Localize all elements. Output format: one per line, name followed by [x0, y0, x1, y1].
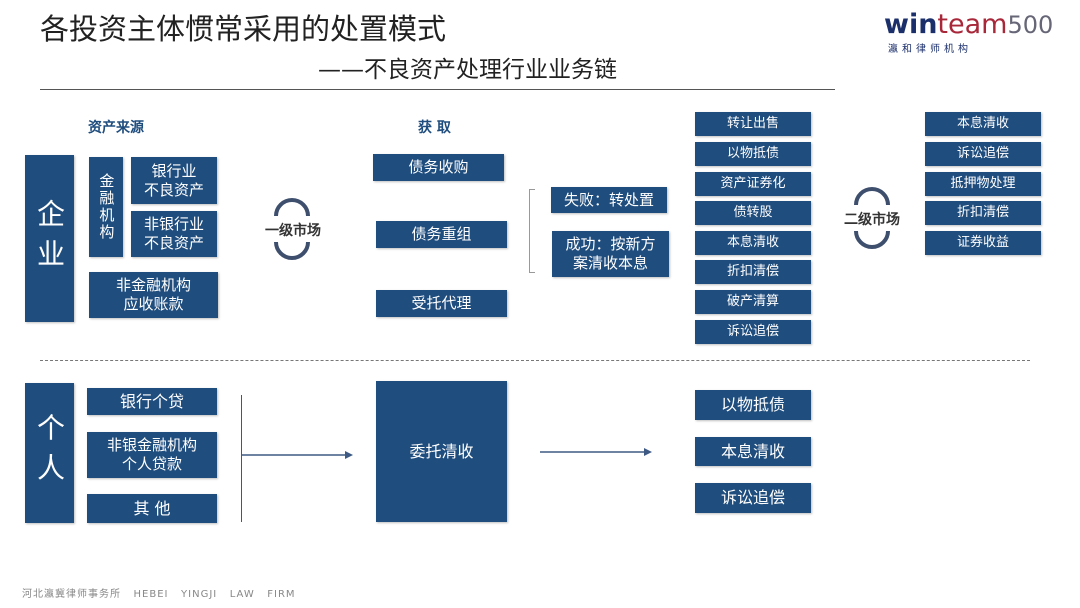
footer-firm-name: 河北瀛冀律师事务所 HEBEI YINGJI LAW FIRM [22, 589, 296, 600]
logo: winteam500 瀛和律师机构 [884, 9, 1059, 56]
logo-number: 500 [1007, 11, 1054, 39]
acquire-debt-purchase: 债务收购 [373, 154, 504, 181]
title-divider [40, 89, 835, 90]
disposal-item: 以物抵债 [695, 142, 811, 166]
disposal-item: 破产清算 [695, 290, 811, 314]
cycle-arrows-icon [274, 198, 310, 260]
return-item: 抵押物处理 [925, 172, 1041, 196]
outcome-failure: 失败：转处置 [551, 187, 667, 213]
logo-team: team [937, 9, 1008, 40]
primary-market-label: 一级市场 [265, 223, 321, 239]
outcome-success: 成功：按新方 案清收本息 [552, 231, 669, 277]
acquire-debt-restructuring: 债务重组 [376, 221, 507, 248]
source-connector [241, 395, 242, 522]
individual-disposal-item: 以物抵债 [695, 390, 811, 420]
logo-win: win [884, 9, 938, 40]
individual-disposal-item: 本息清收 [695, 437, 811, 466]
secondary-market-label: 二级市场 [844, 212, 900, 228]
cycle-arrows-icon [854, 187, 890, 249]
nonbank-npa: 非银行业 不良资产 [131, 211, 217, 257]
source-nonbank-personal-loan: 非银金融机构 个人贷款 [87, 432, 217, 478]
source-other: 其 他 [87, 494, 217, 523]
disposal-item: 本息清收 [695, 231, 811, 255]
page-title: 各投资主体惯常采用的处置模式 [40, 12, 447, 46]
return-item: 折扣清偿 [925, 201, 1041, 225]
return-item: 证券收益 [925, 231, 1041, 255]
disposal-item: 债转股 [695, 201, 811, 225]
bracket [529, 189, 535, 273]
section-divider [40, 360, 1030, 361]
bank-npa: 银行业 不良资产 [131, 157, 217, 204]
header-acquire: 获 取 [418, 120, 451, 136]
individual-disposal-item: 诉讼追偿 [695, 483, 811, 513]
page-subtitle: ——不良资产处理行业业务链 [318, 57, 617, 83]
disposal-item: 资产证券化 [695, 172, 811, 196]
logo-subtitle: 瀛和律师机构 [888, 44, 972, 55]
arrow-right-icon [540, 448, 652, 456]
return-item: 诉讼追偿 [925, 142, 1041, 166]
enterprise-label: 企业 [25, 155, 74, 322]
individual-label: 个人 [25, 383, 74, 523]
disposal-item: 转让出售 [695, 112, 811, 136]
return-item: 本息清收 [925, 112, 1041, 136]
acquire-entrusted-agency: 受托代理 [376, 290, 507, 317]
header-source: 资产来源 [88, 120, 144, 136]
nonfinancial-receivables: 非金融机构 应收账款 [89, 272, 218, 318]
disposal-item: 诉讼追偿 [695, 320, 811, 344]
financial-institutions: 金融机构 [89, 157, 123, 257]
source-bank-personal-loan: 银行个贷 [87, 388, 217, 415]
arrow-right-icon [241, 451, 353, 459]
entrusted-collection: 委托清收 [376, 381, 507, 522]
disposal-item: 折扣清偿 [695, 260, 811, 284]
